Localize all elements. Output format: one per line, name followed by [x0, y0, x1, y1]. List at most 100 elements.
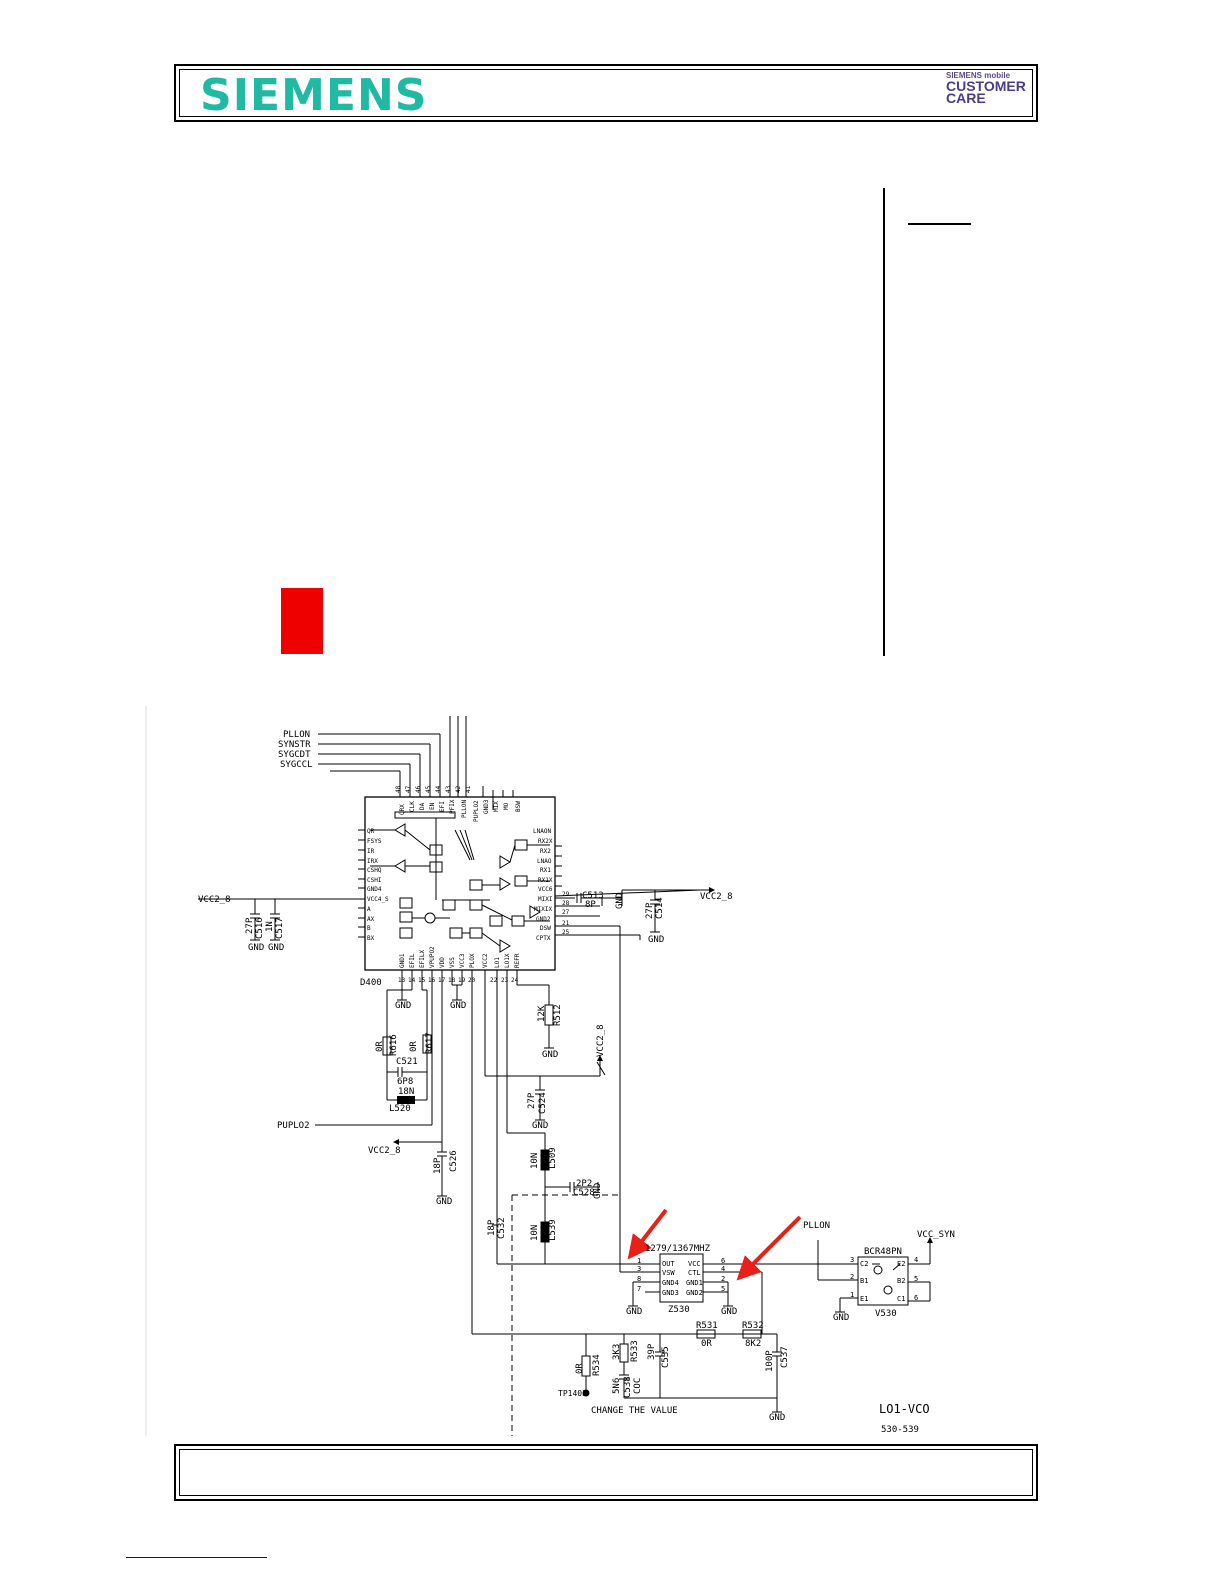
chip-pin-a: A: [367, 906, 371, 913]
vco-pin-gnd2: GND2: [686, 1289, 703, 1297]
chip-pin-vcc4s: VCC4_S: [367, 896, 389, 903]
c537-name: C537: [780, 1346, 790, 1368]
c526-value: 18P: [433, 1157, 443, 1174]
r531-value: 0R: [701, 1339, 712, 1349]
chip-label: D400: [360, 978, 382, 988]
vcc-label-bottom: VCC2_8: [368, 1146, 401, 1156]
c513-value: 8P: [585, 900, 596, 910]
transistor-pin-b1: B1: [860, 1277, 868, 1285]
chip-pin-num-46: 46: [415, 785, 422, 793]
chip-pin-num-16: 16: [428, 977, 436, 984]
transistor-pin-num-3: 3: [850, 1256, 854, 1264]
c524-value: 27P: [527, 1092, 537, 1109]
vco-pin-num-4: 4: [721, 1265, 725, 1273]
chip-pin-num-15: 15: [418, 977, 426, 984]
vco-pin-vsw: VSW: [662, 1269, 675, 1277]
footer-inner-border: [179, 1449, 1033, 1496]
chip-pin-irx: IRX: [367, 858, 378, 865]
chip-pin-num-18: 18: [448, 977, 456, 984]
chip-pin-pfix: PFIX: [449, 799, 456, 814]
gnd-label-pin18: GND: [450, 1001, 466, 1011]
footer-frame: [174, 1444, 1038, 1501]
gnd-label-c514: GND: [648, 935, 664, 945]
chip-pin-b: B: [367, 925, 371, 932]
chip-pin-lnao: LNAO: [537, 858, 552, 865]
chip-pin-lo1: LO1: [494, 957, 501, 968]
chip-pin-gnd3: GND3: [483, 799, 490, 814]
chip-pin-num-22: 22: [490, 977, 498, 984]
chip-pin-gnd2: GND2: [536, 916, 551, 923]
chip-pin-rx2x: RX2X: [538, 838, 553, 845]
r617-value: 0R: [409, 1041, 419, 1052]
chip-pin-da: DA: [419, 802, 426, 810]
c514-name: C514: [655, 897, 665, 919]
vco-name: Z530: [668, 1305, 690, 1315]
l509-name: L509: [548, 1147, 558, 1169]
c513-name: C513: [582, 891, 604, 901]
chip-pin-num-45: 45: [425, 785, 432, 793]
chip-pin-num-24: 24: [511, 977, 519, 984]
r533-name: R533: [630, 1340, 640, 1362]
chip-pin-vcc6: VCC6: [538, 886, 553, 893]
transistor-pin-num-4: 4: [914, 1256, 918, 1264]
r532-name: R532: [742, 1321, 764, 1331]
customer-care-line2: CARE: [946, 90, 986, 106]
customer-care-line1: CUSTOMER: [946, 78, 1026, 94]
chip-pin-cshq: CSHQ: [367, 867, 382, 874]
footnote-link-underline[interactable]: [126, 1557, 267, 1558]
gnd-label-r512: GND: [542, 1050, 558, 1060]
chip-pin-vpupo2: VPUPO2: [429, 946, 436, 968]
chip-pin-lo1x: LO1X: [504, 953, 511, 968]
puplo2-label: PUPLO2: [277, 1121, 310, 1131]
c538-sub: COC: [633, 1378, 643, 1394]
vco-frequency: 1279/1367MHZ: [645, 1244, 711, 1254]
vco-pin-gnd4: GND4: [662, 1279, 679, 1287]
chip-pin-cshi: CSHI: [367, 877, 382, 884]
chip-pin-lnaon: LNAON: [533, 828, 551, 835]
c516-value: 27P: [245, 917, 255, 934]
chip-pin-gnd1: GND1: [399, 953, 406, 968]
r512-name: R512: [553, 1004, 563, 1026]
chip-pin-clk: CLK: [409, 801, 416, 812]
gnd-label-vco-right: GND: [721, 1307, 737, 1317]
c535-name: C535: [661, 1346, 671, 1368]
chip-pin-vdd: VDD: [439, 957, 446, 968]
chip-pin-num-44: 44: [435, 785, 442, 793]
transistor-type: BCR48PN: [864, 1247, 902, 1257]
r616-name: R616: [389, 1034, 399, 1056]
c538-name: C538: [623, 1376, 633, 1398]
chip-pin-num-17: 17: [438, 977, 446, 984]
chip-pin-efi: EFI: [439, 801, 446, 812]
chip-pin-qr: QR: [367, 828, 375, 835]
transistor-pin-num-1: 1: [850, 1291, 854, 1299]
chip-pin-efilx: EFILX: [419, 950, 426, 968]
chip-pin-dsw: DSW: [540, 925, 551, 932]
vco-pin-gnd1: GND1: [686, 1279, 703, 1287]
chip-pin-num-47: 47: [405, 785, 412, 793]
chip-pin-en: EN: [429, 802, 436, 810]
vco-pin-num-3: 3: [637, 1265, 641, 1273]
chip-pin-num-43: 43: [445, 785, 452, 793]
chip-pin-gnd4: GND4: [367, 886, 382, 893]
chip-pin-num-23: 23: [501, 977, 509, 984]
vco-pin-num-1: 1: [637, 1257, 641, 1265]
block-name: LO1-VCO: [879, 1402, 930, 1416]
chip-pin-rx2: RX2: [540, 848, 551, 855]
chip-pin-num-48: 48: [395, 785, 402, 793]
pllon-label-right: PLLON: [803, 1221, 830, 1231]
vco-pin-ctl: CTL: [688, 1269, 701, 1277]
chip-pin-qrx: QRX: [399, 804, 406, 815]
chip-pin-num-13: 13: [398, 977, 406, 984]
block-range: 530-539: [881, 1425, 919, 1435]
chip-pin-efil: EFIL: [409, 953, 416, 968]
transistor-pin-num-5: 5: [914, 1275, 918, 1283]
transistor-pin-e2: E2: [897, 1260, 905, 1268]
l539-name: L539: [548, 1219, 558, 1241]
c517-value: 1N: [265, 921, 275, 932]
c535-value: 39P: [647, 1343, 657, 1360]
siemens-logo: SIEMENS: [200, 70, 428, 121]
c524-name: C524: [538, 1092, 548, 1114]
vco-pin-num-6: 6: [721, 1257, 725, 1265]
transistor-pin-c2: C2: [860, 1260, 868, 1268]
c526-name: C526: [449, 1150, 459, 1172]
